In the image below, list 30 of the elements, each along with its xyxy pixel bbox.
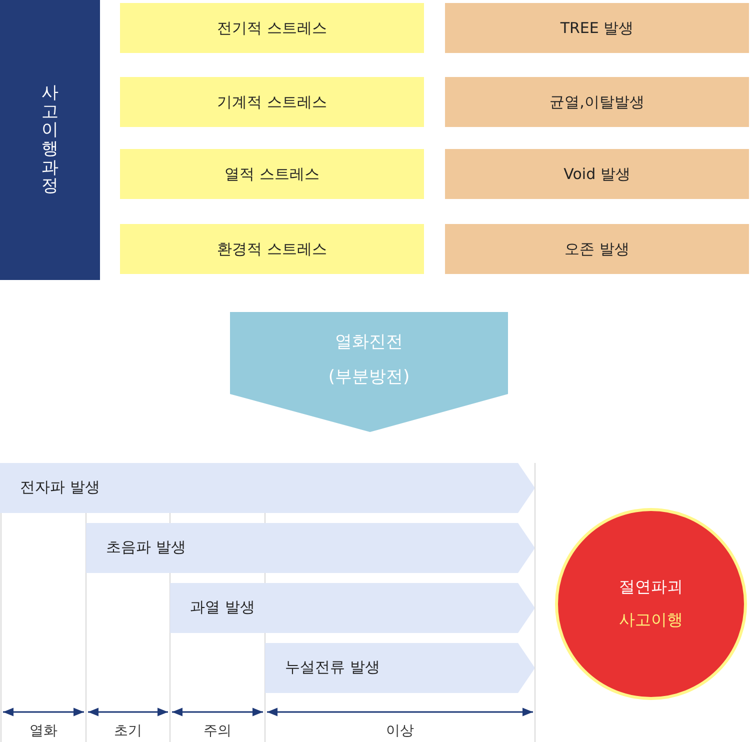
box-label: 기계적 스트레스 xyxy=(217,92,327,112)
process-panel xyxy=(0,0,100,280)
box-label: 환경적 스트레스 xyxy=(217,240,327,258)
stress-box xyxy=(120,3,424,53)
chevron-label: (부분방전) xyxy=(327,366,411,388)
chevron-label: 열화진전 xyxy=(334,331,404,353)
phase-label: 이상 xyxy=(386,723,414,739)
box-label: 전기적 스트레스 xyxy=(217,18,327,38)
box-label: TREE 발생 xyxy=(560,18,634,38)
circle-label: 사고이행 xyxy=(619,610,683,631)
stress-box xyxy=(120,77,424,127)
phase-label: 열화 xyxy=(30,723,58,739)
result-box xyxy=(445,224,749,274)
result-box xyxy=(445,3,749,53)
circle-label: 절연파괴 xyxy=(619,577,683,598)
phase-label: 주의 xyxy=(204,723,232,739)
result-box xyxy=(445,149,749,199)
box-label: 균열,이탈발생 xyxy=(550,92,644,112)
box-label: Void 발생 xyxy=(564,164,630,184)
band-label: 누설전류 발생 xyxy=(285,658,380,677)
band-label: 초음파 발생 xyxy=(106,538,186,557)
band-label: 전자파 발생 xyxy=(20,478,100,497)
stress-box xyxy=(120,149,424,199)
panel-title: 사고이행과정 xyxy=(42,84,58,196)
box-label: 오존 발생 xyxy=(564,240,630,258)
box-label: 열적 스트레스 xyxy=(224,164,320,184)
band-label: 과열 발생 xyxy=(190,598,255,617)
phase-label: 초기 xyxy=(114,723,142,739)
result-box xyxy=(445,77,749,127)
stress-box xyxy=(120,224,424,274)
